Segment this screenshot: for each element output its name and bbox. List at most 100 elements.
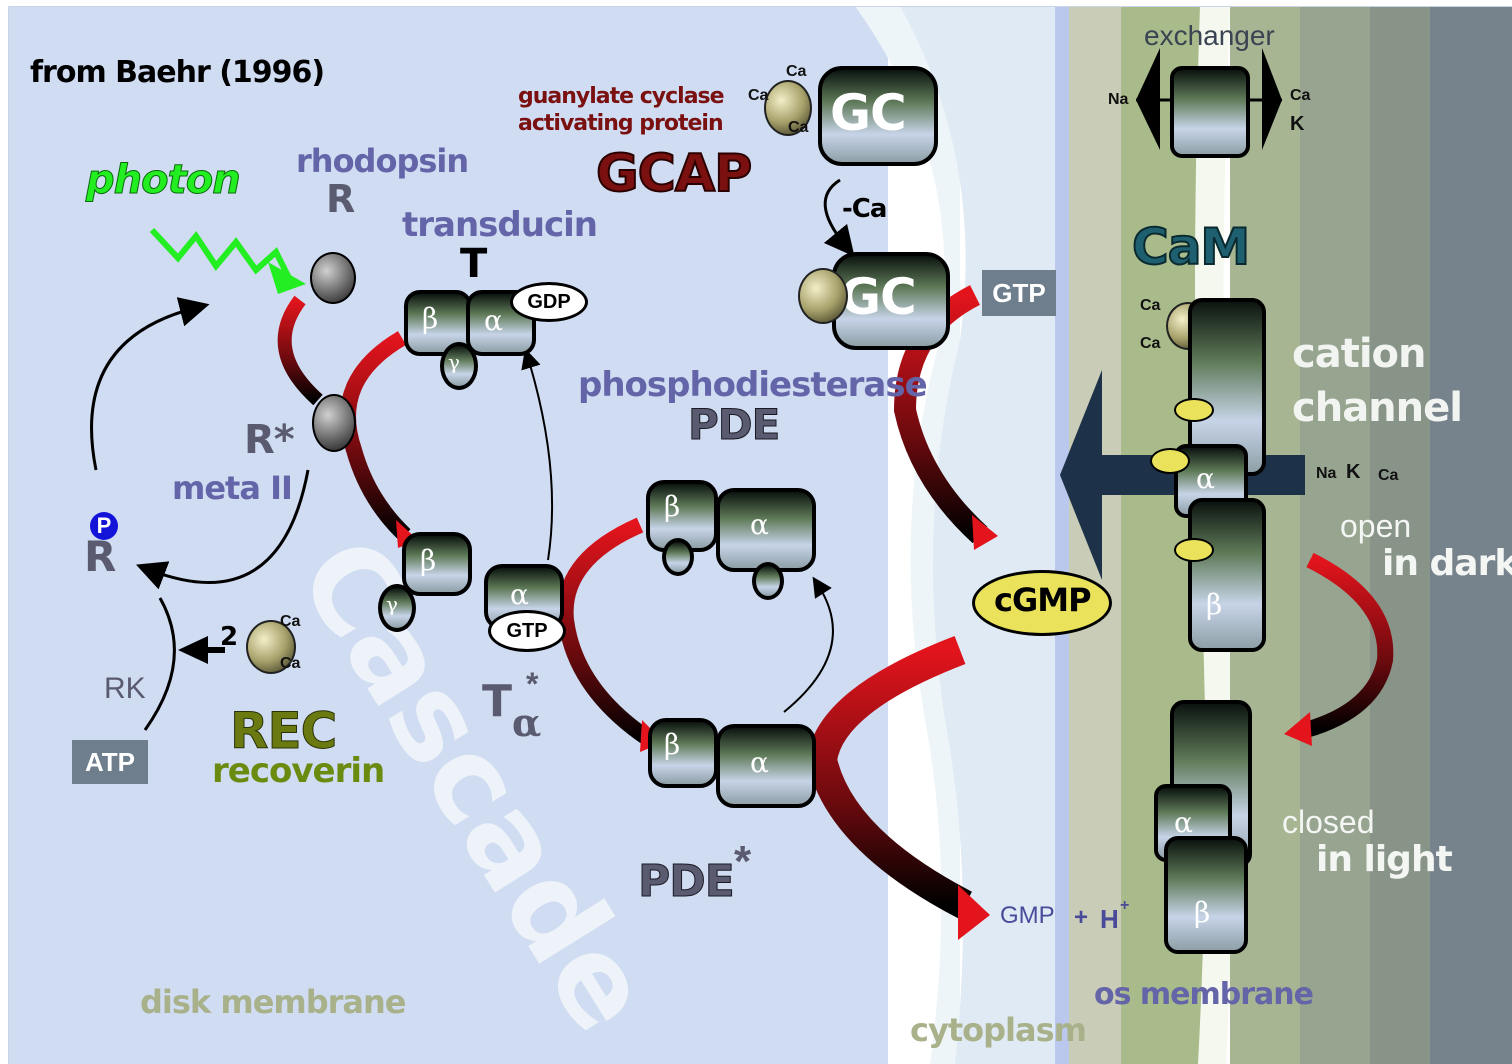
gc-activation-arrow [823,178,855,257]
gtp-box: GTP [982,270,1056,316]
meta2-label: meta II [172,469,293,507]
transducin-label: transducin [402,205,598,245]
disk-membrane-label: disk membrane [140,983,406,1021]
gmp-arrowhead [958,885,990,940]
atp-box: ATP [72,740,148,784]
rhodopsin-label: rhodopsin [296,142,469,180]
channel-cgmp-1 [1174,398,1214,422]
channel-open-alpha-label: α [1196,462,1215,495]
gcap-line1: guanylate cyclase [518,84,725,109]
channel-closed-beta-label: β [1194,896,1211,929]
exchanger-k: K [1290,113,1305,135]
closed-label: closed [1282,804,1375,840]
exchanger-ca: Ca [1290,87,1311,104]
t-alpha-subscript: α [512,700,542,745]
cation-label: cation [1292,331,1426,377]
pde-name: phosphodiesterase [578,365,928,405]
open-in-dark-label: in dark [1382,543,1512,584]
photon-label: photon [86,157,242,203]
closed-in-light-label: in light [1316,839,1453,880]
cgmp-arrowhead [972,515,998,550]
recoverin-ca1: Ca [280,613,301,630]
channel-cgmp-2 [1150,448,1190,474]
pde-gamma-inactive-1 [662,538,694,576]
minus-ca-label: -Ca [842,194,887,224]
cytoplasm-label: cytoplasm [910,1011,1087,1049]
pde-active-abbr: PDE [638,856,736,907]
channel-closed-alpha-label: α [1174,806,1193,839]
gtp-pill: GTP [488,610,566,652]
channel-label: channel [1292,385,1463,431]
transducin-beta-label: β [422,302,439,335]
gcap-ca1: Ca [786,63,807,80]
gcap-ca3: Ca [788,119,809,136]
free-beta-label: β [420,544,437,577]
gcap-free-ball [798,268,848,324]
cam-label: CaM [1131,218,1251,276]
pde-recycle-arrow [783,576,834,713]
extracellular-band1 [1300,6,1370,1064]
channel-closing-curve [1303,552,1394,738]
gcap-abbr: GCAP [595,144,753,204]
rk-label: RK [104,672,146,705]
cgmp-hydrolysis-curve [806,636,972,919]
rk-arrow [143,597,176,731]
gmp-label: GMP [1000,902,1055,929]
t-alpha-subunit-label: α [510,578,529,611]
cgmp-bubble [972,570,1112,636]
ion-ca: Ca [1378,467,1399,484]
gcap-line2: activating protein [518,111,724,136]
pde-gamma-inactive-2 [752,562,784,600]
exchanger-protein [1170,66,1250,158]
transducin-activation-curve [340,331,411,541]
recoverin-calcium-ball [246,620,296,674]
transducin-gamma-label: γ [448,350,460,374]
recoverin-inhibition-arrow [178,636,208,664]
meta2-disc [312,394,356,452]
ion-na: Na [1316,465,1337,482]
pde-activation-curve [557,517,655,747]
gc-active-label: GC [840,268,917,326]
channel-closing-arrowhead [1284,712,1312,746]
regeneration-arrow [90,297,210,471]
photon-arrowhead [268,262,306,294]
gc-inactive-label: GC [830,84,907,142]
ion-k: K [1346,461,1361,483]
os-membrane-inner-band [1055,6,1069,1064]
gcap-ca2: Ca [748,87,769,104]
t-alpha-symbol: T [482,676,512,727]
calcium-count: 2 [220,622,238,652]
gdp-pill: GDP [510,282,588,322]
recoverin-abbr: REC [229,702,337,760]
pde-beta-active-label: β [664,728,681,761]
rhodopsin-disc [310,252,356,304]
gmp-h: H [1100,904,1119,934]
pde-abbr: PDE [687,400,780,449]
channel-closed-beta [1164,836,1248,954]
free-gamma-label: γ [386,592,398,616]
transducin-gamma [440,342,478,390]
free-beta-subunit [402,532,472,596]
pde-beta-active [648,718,718,788]
phosphate-badge: P [90,512,118,540]
open-label: open [1340,508,1412,544]
extracellular-band2 [1370,6,1430,1064]
cgmp-label: cGMP [994,581,1092,619]
rhodopsin-symbol: R [326,177,355,221]
source-label: from Baehr (1996) [30,55,325,90]
channel-open-beta-label: β [1206,588,1223,621]
free-gamma-subunit [378,584,416,632]
channel-open-beta [1188,498,1266,652]
rhodopsin-activation-curve [277,295,323,406]
recoverin-label: recoverin [212,751,385,791]
cam-ca3: Ca [1140,335,1161,352]
extracellular-band3 [1430,6,1512,1064]
transducin-alpha-label: α [484,304,503,337]
gcap-calcium-ball [764,80,812,136]
meta2-symbol: R* [244,417,295,463]
pde-beta-inactive-label: β [664,490,681,523]
photon-zigzag-arrow [149,227,293,282]
cam-ca1: Ca [1140,297,1161,314]
pde-active-star: * [734,837,752,886]
